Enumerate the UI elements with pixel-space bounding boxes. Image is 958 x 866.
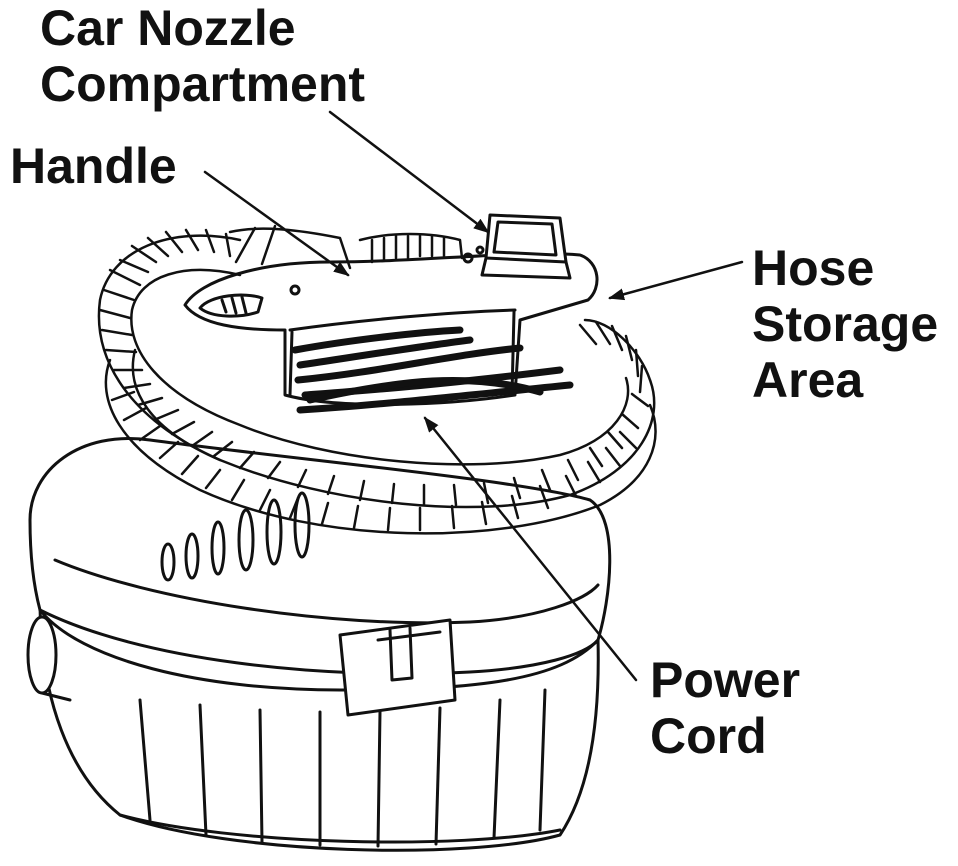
coiled-hose	[97, 224, 657, 535]
label-car-nozzle-compartment: Car Nozzle Compartment	[40, 0, 365, 112]
label-line: Car Nozzle	[40, 0, 296, 56]
label-line: Hose	[752, 240, 875, 296]
label-line: Area	[752, 352, 864, 408]
arrow-power-cord	[423, 416, 638, 682]
label-line: Handle	[10, 138, 177, 194]
label-line: Compartment	[40, 56, 366, 112]
label-hose-storage-area: Hose Storage Area	[752, 240, 938, 408]
label-line: Cord	[650, 708, 767, 764]
label-power-cord: Power Cord	[650, 652, 800, 764]
arrow-handle	[203, 170, 350, 277]
label-line: Storage	[752, 296, 939, 352]
handle-housing	[183, 213, 599, 406]
callout-arrows	[203, 110, 744, 682]
label-line: Power	[650, 652, 801, 708]
vacuum-lid	[28, 437, 612, 717]
arrow-hose-storage	[608, 260, 744, 301]
power-cord-loops	[291, 326, 574, 414]
arrow-car-nozzle	[328, 110, 490, 234]
label-handle: Handle	[10, 138, 177, 194]
